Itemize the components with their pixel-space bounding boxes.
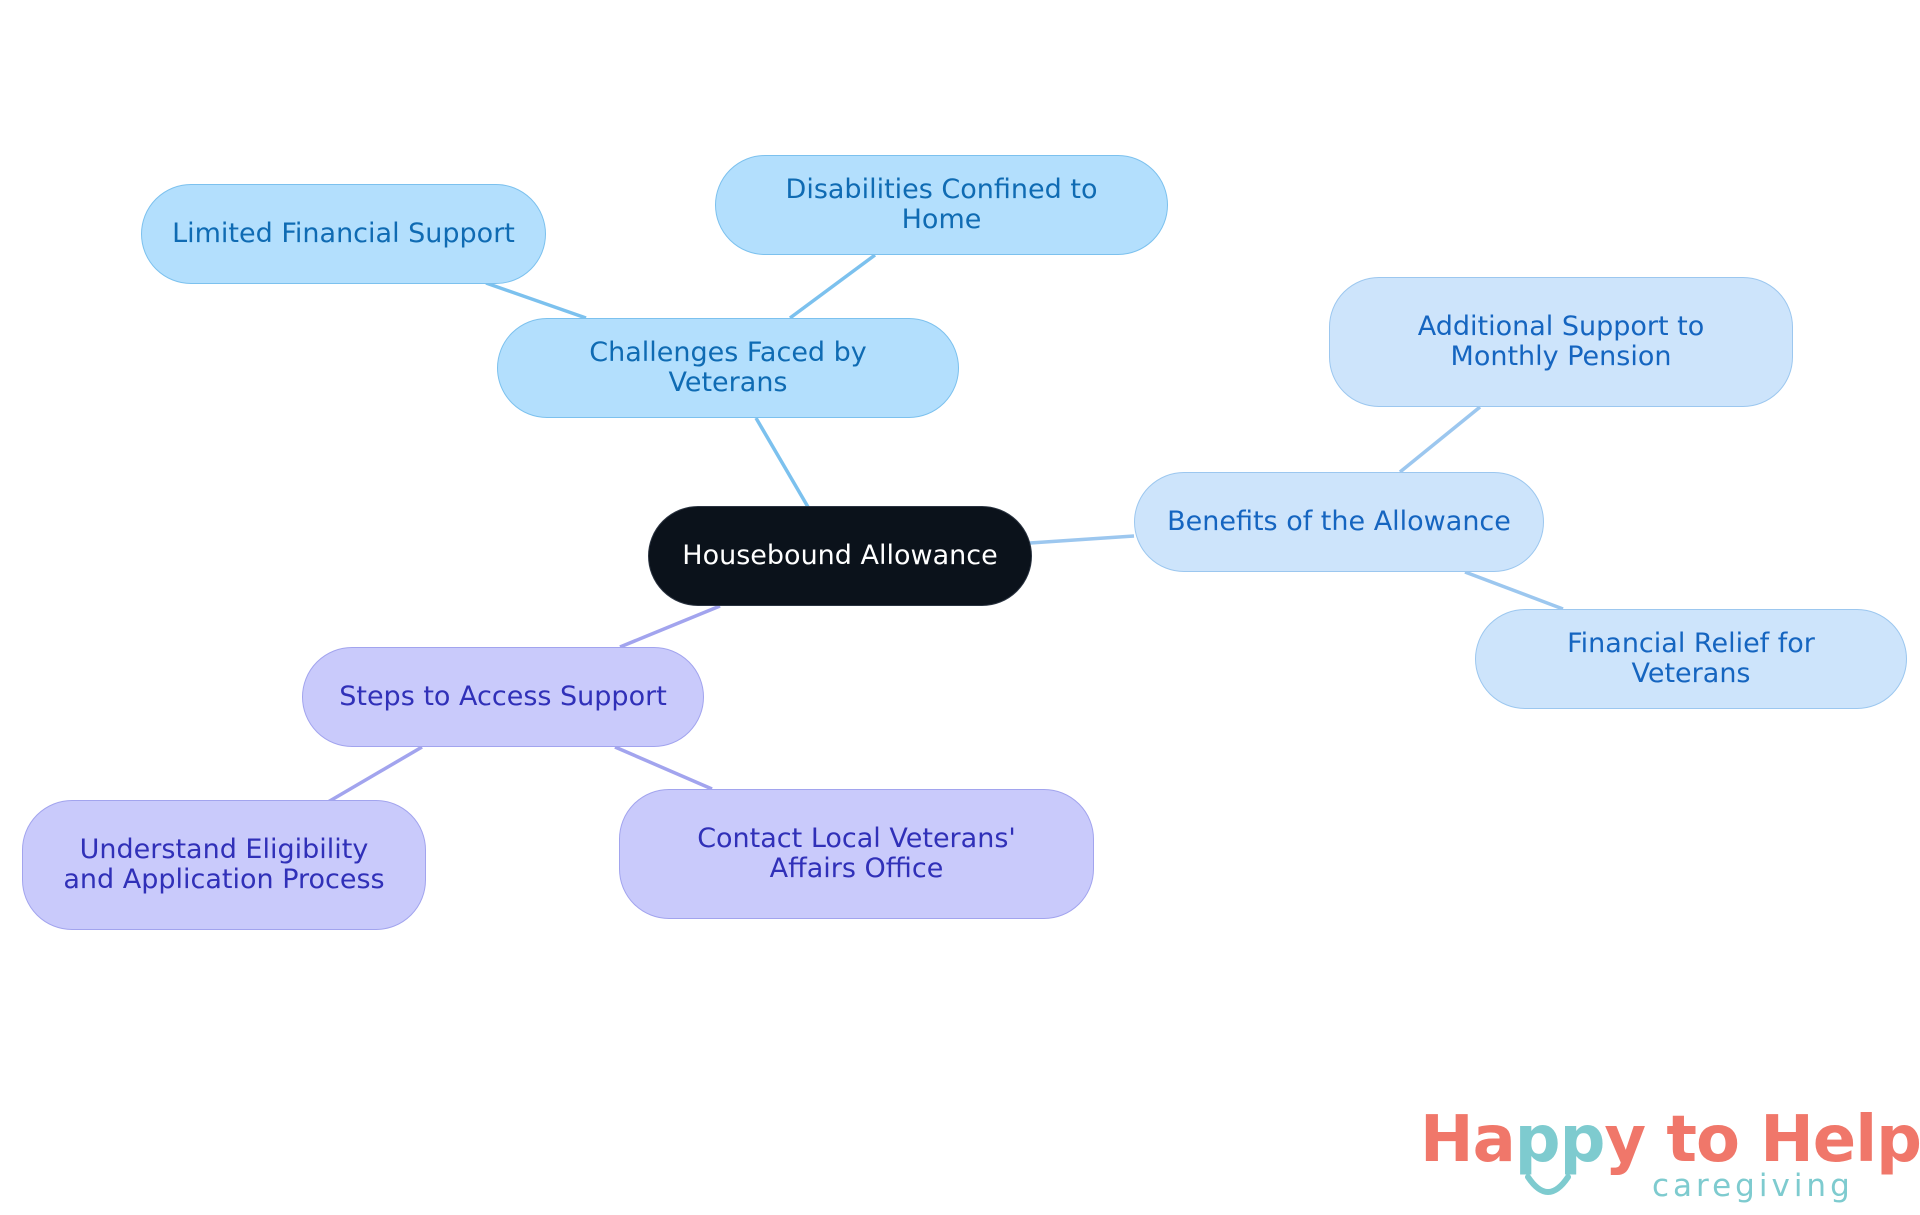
node-root-housebound-allowance: Housebound Allowance [648, 506, 1032, 606]
node-understand-eligibility: Understand Eligibility and Application P… [22, 800, 426, 930]
connector-root-steps [619, 604, 721, 649]
node-challenges-faced-by-veterans: Challenges Faced by Veterans [497, 318, 959, 418]
node-financial-relief-for-veterans: Financial Relief for Veterans [1475, 609, 1907, 709]
connector-steps-eligibility [327, 745, 423, 804]
connector-steps-contact-office [614, 745, 713, 791]
logo-wordmark-part: Ha [1420, 1103, 1516, 1177]
node-benefits-of-the-allowance: Benefits of the Allowance [1134, 472, 1544, 572]
node-contact-veterans-affairs-office: Contact Local Veterans' Affairs Office [619, 789, 1094, 919]
connector-root-benefits [1029, 534, 1135, 545]
happy-to-help-logo: Happy to Help caregiving [1420, 1105, 1920, 1205]
connector-challenges-disabilities [788, 253, 877, 320]
node-steps-to-access-support: Steps to Access Support [302, 647, 704, 747]
logo-wordmark: Happy to Help [1420, 1105, 1920, 1175]
logo-wordmark-pp: pp [1514, 1103, 1606, 1177]
connector-benefits-financial-relief [1464, 570, 1564, 611]
connector-challenges-limited-financial [485, 281, 587, 320]
logo-wordmark-part: y to Help [1604, 1103, 1920, 1177]
logo-tagline: caregiving [1652, 1168, 1854, 1204]
node-disabilities-confined-to-home: Disabilities Confined to Home [715, 155, 1168, 255]
node-limited-financial-support: Limited Financial Support [141, 184, 546, 284]
node-additional-support-monthly-pension: Additional Support to Monthly Pension [1329, 277, 1793, 407]
connector-root-challenges [754, 417, 810, 508]
connector-benefits-additional-support [1398, 405, 1482, 474]
smile-icon [1525, 1174, 1571, 1195]
